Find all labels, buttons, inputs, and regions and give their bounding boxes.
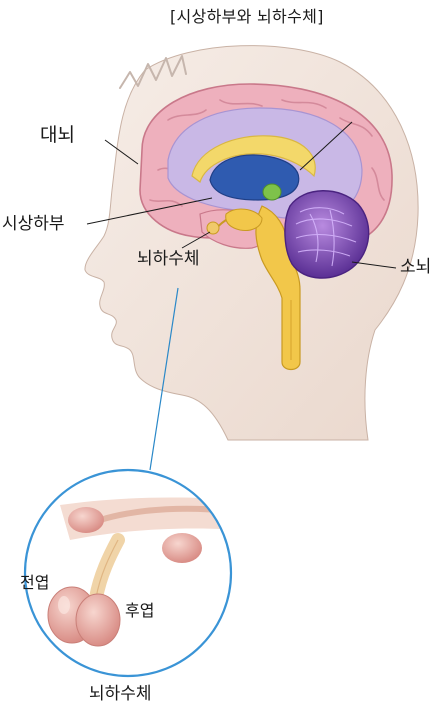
- label-cerebellum: 소뇌: [400, 259, 431, 276]
- cerebellum: [285, 191, 369, 278]
- label-hypothalamus: 시상하부: [2, 216, 65, 233]
- thalamus: [263, 184, 281, 200]
- label-pituitary-detail: 뇌하수체: [89, 686, 152, 703]
- figure-title: [시상하부와 뇌하수체]: [170, 9, 324, 25]
- label-pituitary: 뇌하수체: [137, 251, 200, 268]
- label-anterior-lobe: 전엽: [20, 575, 49, 591]
- ventricle: [210, 155, 299, 200]
- label-cerebrum: 대뇌: [40, 126, 75, 145]
- label-posterior-lobe: 후엽: [125, 603, 154, 619]
